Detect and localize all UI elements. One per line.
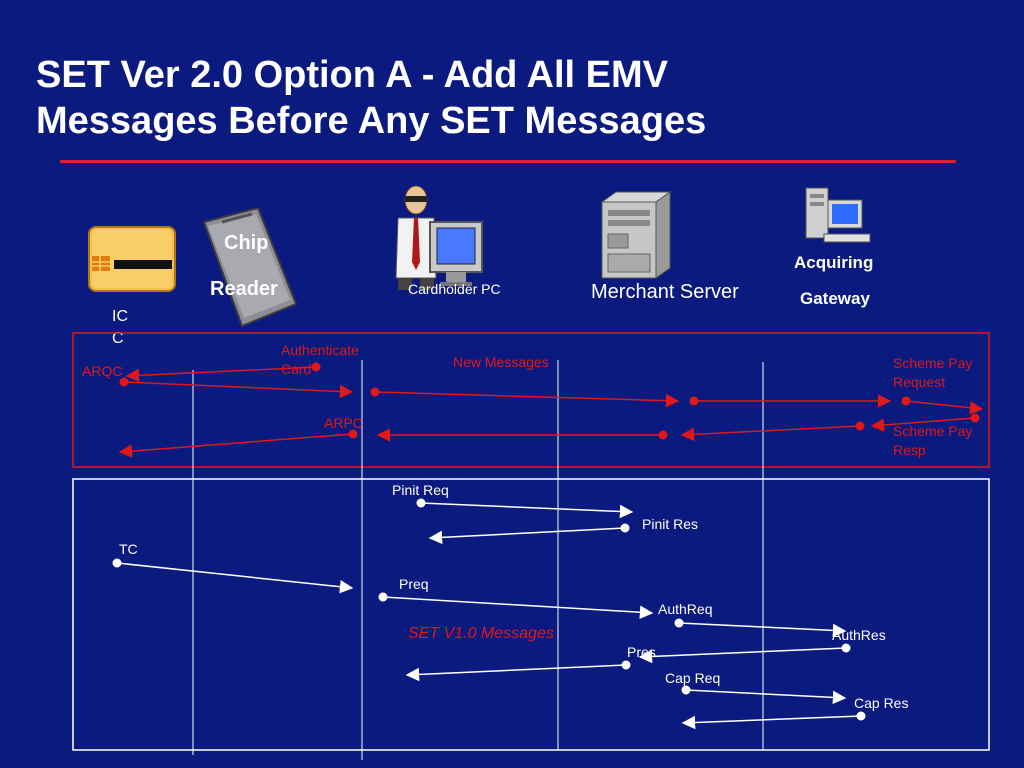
acquiring-gateway-label-line2: Gateway <box>800 289 870 308</box>
scheme-pay-resp-line1: Scheme Pay <box>893 423 973 439</box>
chip-reader-label-line2: Reader <box>210 278 278 300</box>
arpc-label: ARPC <box>324 415 363 431</box>
pres-label: Pres <box>627 644 656 660</box>
person-computer-icon <box>390 182 490 299</box>
set-arrow-preq <box>378 592 654 620</box>
card-reader-icon <box>200 206 300 333</box>
set-arrow-tc <box>112 558 354 594</box>
scheme-pay-request-line2: Request <box>893 374 946 390</box>
authreq-label: AuthReq <box>658 601 713 617</box>
authenticate-card-line1: Authenticate <box>281 342 359 358</box>
authenticate-card-label: Authenticate Card <box>281 341 359 379</box>
emv-arrow-pc-to-merchant <box>370 387 680 408</box>
icc-label: IC C <box>112 306 128 350</box>
set-arrow-pres <box>405 660 631 682</box>
tc-label: TC <box>119 541 138 557</box>
authres-label: AuthRes <box>832 627 886 643</box>
cap-req-label: Cap Req <box>665 670 721 686</box>
emv-arrow-arpc <box>118 429 358 458</box>
authenticate-card-line2: Card <box>281 361 312 377</box>
title-underline <box>60 160 956 163</box>
pinit-req-label: Pinit Req <box>392 482 449 498</box>
scheme-pay-request-label: Scheme Pay Request <box>893 354 972 392</box>
set-messages-box <box>72 478 990 751</box>
set-arrow-pinit-req <box>416 498 634 519</box>
emv-arrow-arqc <box>119 377 354 399</box>
cap-res-label: Cap Res <box>854 695 909 711</box>
icc-label-line2: C <box>112 330 124 347</box>
chip-reader-label-line1: Chip <box>224 232 269 254</box>
chip-card-icon <box>88 226 178 299</box>
pinit-res-label: Pinit Res <box>642 516 699 532</box>
acquiring-gateway-label-line1: Acquiring <box>794 253 874 272</box>
set-arrow-pinit-res <box>428 523 630 545</box>
cardholder-pc-label: Cardholder PC <box>408 281 501 297</box>
gateway-computer-icon <box>804 184 872 251</box>
icc-label-line1: IC <box>112 308 128 325</box>
slide-title: SET Ver 2.0 Option A - Add All EMV Messa… <box>36 52 706 144</box>
emv-arrow-merchant-to-pc <box>376 428 668 442</box>
emv-arrow-scheme-pay-resp <box>870 413 980 432</box>
merchant-server-label: Merchant Server <box>591 281 739 303</box>
set-v1-messages-label: SET V1.0 Messages <box>408 625 554 642</box>
scheme-pay-resp-label: Scheme Pay Resp <box>893 422 972 460</box>
emv-arrow-merchant-to-gateway <box>689 394 892 408</box>
scheme-pay-resp-line2: Resp <box>893 442 926 458</box>
emv-messages-box <box>72 332 990 468</box>
set-arrow-cap-req <box>681 685 847 705</box>
set-arrow-authreq <box>674 618 847 638</box>
preq-label: Preq <box>399 576 429 592</box>
new-messages-label: New Messages <box>453 354 549 370</box>
title-line-1: SET Ver 2.0 Option A - Add All EMV <box>36 54 668 96</box>
emv-arrow-authenticate-card <box>125 362 321 383</box>
scheme-pay-request-line1: Scheme Pay <box>893 355 973 371</box>
title-line-2: Messages Before Any SET Messages <box>36 100 707 142</box>
arqc-label: ARQC <box>82 363 123 379</box>
set-arrow-cap-res <box>681 711 866 730</box>
server-tower-icon <box>598 190 672 285</box>
emv-arrow-scheme-pay-request <box>901 396 984 415</box>
emv-arrow-gateway-to-merchant <box>680 421 865 442</box>
set-arrow-authres <box>638 643 851 664</box>
